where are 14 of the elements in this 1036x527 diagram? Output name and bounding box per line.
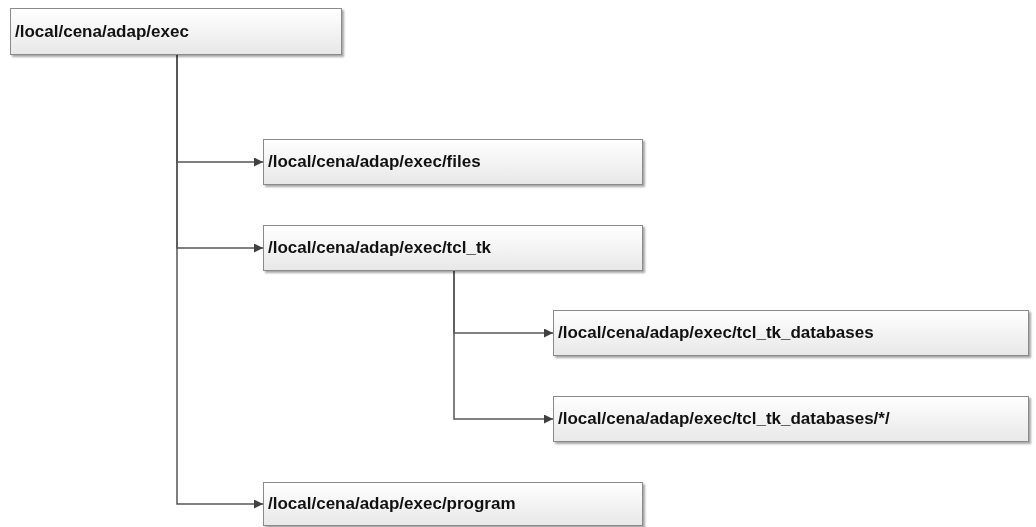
path-text: /local/cena/adap/exec/tcl_tk_databases (558, 322, 874, 345)
path-text: /local/cena/adap/exec/tcl_tk (268, 237, 491, 260)
path-text: /local/cena/adap/exec/files (268, 151, 481, 174)
folder-path-box (553, 310, 1029, 356)
path-text: /local/cena/adap/exec (15, 20, 189, 43)
connector-arrow (176, 54, 264, 509)
folder-path-box (263, 482, 643, 526)
folder-path-box (10, 8, 342, 55)
connector-arrow (453, 270, 554, 424)
path-text: /local/cena/adap/exec/program (268, 493, 516, 516)
folder-path-box (263, 139, 643, 185)
folder-path-box (263, 225, 643, 271)
path-text: /local/cena/adap/exec/tcl_tk_databases/*/ (558, 408, 890, 431)
folder-path-box (553, 396, 1029, 442)
